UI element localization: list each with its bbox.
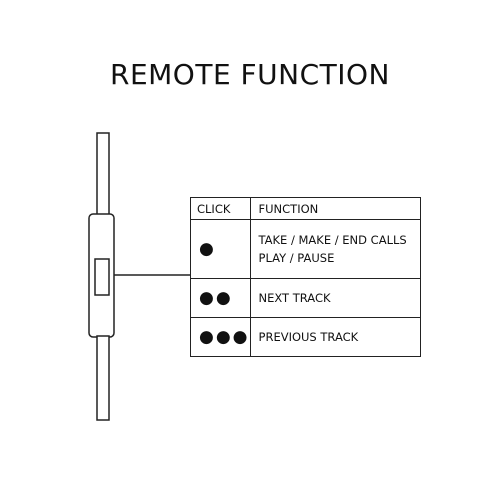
click-count-triple: ●●● (190, 317, 251, 357)
click-count-double: ●● (190, 278, 251, 318)
function-cell: NEXT TRACK (249, 278, 422, 318)
header-click: CLICK (190, 197, 251, 220)
function-text: TAKE / MAKE / END CALLS (258, 233, 407, 247)
remote-button (94, 258, 110, 296)
table-row: ●● NEXT TRACK (190, 278, 422, 318)
table-header-row: CLICK FUNCTION (190, 197, 422, 220)
upper-cable (96, 132, 110, 216)
function-text: NEXT TRACK (258, 291, 331, 305)
page-title: REMOTE FUNCTION (110, 58, 390, 91)
function-cell: TAKE / MAKE / END CALLS PLAY / PAUSE (249, 219, 422, 279)
lower-cable (96, 335, 110, 421)
function-text: PLAY / PAUSE (258, 251, 335, 265)
header-function: FUNCTION (249, 197, 422, 220)
click-count-single: ● (190, 219, 251, 279)
table-row: ● TAKE / MAKE / END CALLS PLAY / PAUSE (190, 219, 422, 279)
table-row: ●●● PREVIOUS TRACK (190, 317, 422, 357)
function-text: PREVIOUS TRACK (258, 330, 359, 344)
function-cell: PREVIOUS TRACK (249, 317, 422, 357)
remote-function-table: CLICK FUNCTION ● TAKE / MAKE / END CALLS… (190, 197, 422, 357)
